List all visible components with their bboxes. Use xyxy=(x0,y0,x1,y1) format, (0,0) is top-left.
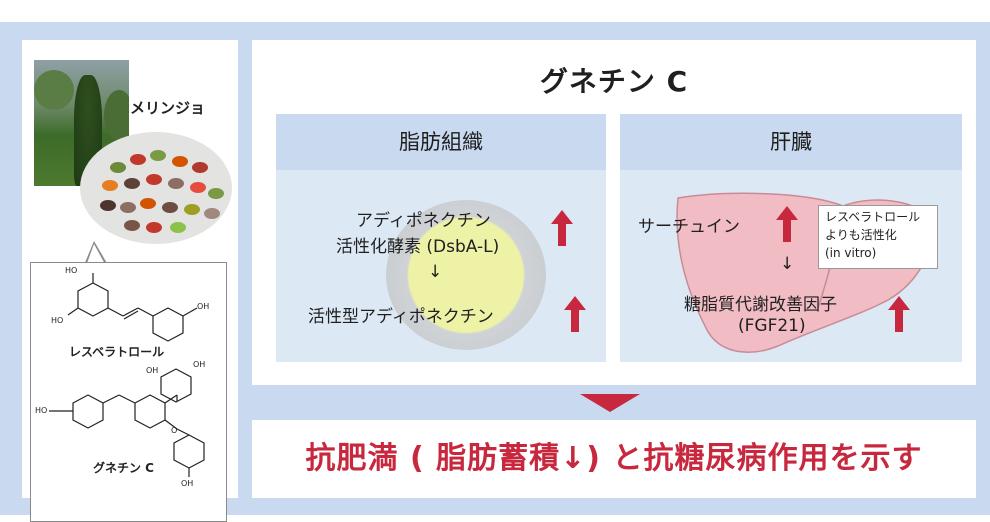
foliage xyxy=(104,90,129,140)
liver-panel: 肝臓 サーチュイン ↓ 糖脂質代謝改善因子 (FGF21) レスベラトロール よ… xyxy=(620,114,962,362)
adipose-header: 脂肪組織 xyxy=(276,114,606,170)
right-panel: グネチン C 脂肪組織 アディポネクチン 活性化酵素 (DsbA-L) ↓ 活性… xyxy=(252,40,976,385)
fat-cell-illustration xyxy=(386,200,546,350)
fgf21-factor-text: 糖脂質代謝改善因子 xyxy=(684,295,837,315)
plant-label: メリンジョ xyxy=(130,99,206,117)
foliage xyxy=(34,70,74,110)
melinjo-seeds-photo xyxy=(80,132,232,244)
active-adiponectin-text: 活性型アディポネクチン xyxy=(308,307,494,327)
oh-label: OH xyxy=(193,360,205,369)
comparison-note: レスベラトロール よりも活性化 (in vitro) xyxy=(818,205,938,269)
adipose-tissue-panel: 脂肪組織 アディポネクチン 活性化酵素 (DsbA-L) ↓ 活性型アディポネク… xyxy=(276,114,606,362)
sirtuin-text: サーチュイン xyxy=(638,217,740,237)
gnetin-c-structure xyxy=(49,368,205,477)
dsba-l-text: 活性化酵素 (DsbA-L) xyxy=(336,237,500,257)
resveratrol-label: レスベラトロール xyxy=(69,345,165,359)
callout-tail-inner xyxy=(86,244,106,266)
o-label: O xyxy=(171,426,177,435)
result-panel: 抗肥満 ( 脂肪蓄積↓) と抗糖尿病作用を示す xyxy=(252,420,976,498)
up-arrow-icon xyxy=(551,210,573,246)
note-line: レスベラトロール xyxy=(825,210,921,224)
structures-box: HO HO OH HO OH OH O OH レスベラトロール グネチン C xyxy=(30,262,227,522)
oh-label: OH xyxy=(181,479,193,488)
ho-label: HO xyxy=(35,406,47,415)
oh-label: OH xyxy=(197,302,209,311)
main-title: グネチン C xyxy=(539,65,689,98)
adiponectin-text: アディポネクチン xyxy=(356,211,491,231)
ho-label: HO xyxy=(51,316,63,325)
up-arrow-icon xyxy=(888,296,910,332)
chemical-structures-diagram: HO HO OH HO OH OH O OH xyxy=(35,266,209,488)
note-line: よりも活性化 xyxy=(825,228,897,242)
down-arrow: ↓ xyxy=(428,262,443,282)
up-arrow-icon xyxy=(776,206,798,242)
result-arrow xyxy=(580,394,640,412)
gnetin-c-structure-label: グネチン C xyxy=(93,461,154,475)
resveratrol-structure xyxy=(67,273,198,342)
fgf21-text: (FGF21) xyxy=(738,316,806,336)
oh-label: OH xyxy=(146,366,158,375)
ho-label: HO xyxy=(65,266,77,275)
result-text: 抗肥満 ( 脂肪蓄積↓) と抗糖尿病作用を示す xyxy=(305,441,923,476)
down-arrow: ↓ xyxy=(780,254,795,274)
liver-header: 肝臓 xyxy=(620,114,962,170)
up-arrow-icon xyxy=(564,296,586,332)
note-line: (in vitro) xyxy=(825,246,877,260)
